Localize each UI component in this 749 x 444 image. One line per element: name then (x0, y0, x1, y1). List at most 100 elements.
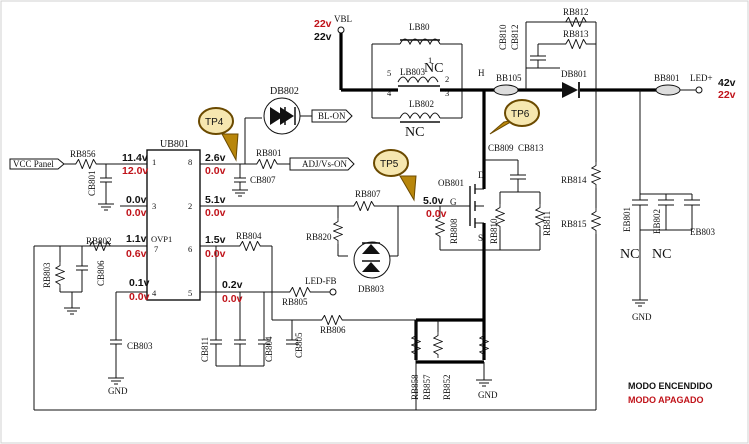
bb801-label: BB801 (654, 73, 680, 83)
db801-label: DB801 (561, 69, 587, 79)
coil-pin-4: 4 (387, 88, 392, 98)
cb809-label: CB809 (488, 143, 514, 153)
pin-4: 4 (152, 288, 157, 298)
lb802-label: LB802 (409, 99, 434, 109)
sense-resistors: GND RB858 RB857 RB852 (410, 318, 498, 410)
cb804-label: CB804 (264, 336, 274, 362)
rb811-label: RB811 (542, 211, 552, 236)
ic-ub801: UB801 1 2 3 4 5 6 7 8 OVP1 (146, 139, 201, 301)
pin5-voltage-off: 0.0v (222, 293, 243, 305)
test-point-tp6: TP6 (489, 99, 540, 135)
pin1-voltage-off: 12.0v (122, 165, 148, 177)
vbl-voltage-off: 22v (314, 18, 332, 30)
pin7-voltage-off: 0.6v (126, 248, 147, 260)
coil-pin-3: 3 (445, 88, 449, 98)
rb806-label: RB806 (320, 325, 346, 335)
pin-5: 5 (188, 288, 192, 298)
test-point-tp5: TP5 (373, 149, 417, 202)
gnd-left-label: GND (108, 386, 128, 396)
pin6-network: RB804 CB811 (200, 231, 273, 366)
vcc-panel-label: VCC Panel (13, 159, 54, 169)
pin8-voltage-on: 2.6v (205, 152, 226, 164)
rb807-label: RB807 (355, 189, 381, 199)
pin8-network: RB801 ADJ/Vs-ON CB807 BL-ON DB802 (200, 86, 355, 197)
pin7-voltage-on: 1.1v (126, 233, 147, 245)
pin3-voltage-on: 0.0v (126, 194, 147, 206)
pin-8: 8 (188, 157, 192, 167)
mode-legend: MODO ENCENDIDO MODO APAGADO (628, 381, 713, 405)
pin6-voltage-on: 1.5v (205, 234, 226, 246)
pin5-network: RB805 LED-FB CB804 CB805 RB806 (200, 276, 416, 367)
nc-1: NC (424, 61, 443, 76)
mosfet-ob801: OB801 G D S CB809 CB813 RB810 RB811 (438, 90, 552, 320)
inductor-block: LB80 5 4 2 3 1 LB803 LB802 NC NC H BB105 (371, 22, 562, 140)
pin2-voltage-on: 5.1v (205, 194, 226, 206)
tp6-label: TP6 (511, 109, 530, 120)
eb802-label: EB802 (652, 209, 662, 234)
nc-3: NC (620, 247, 639, 262)
nc-2: NC (405, 125, 424, 140)
gnd-right-label: GND (632, 312, 652, 322)
tp4-label: TP4 (205, 117, 224, 128)
lb80-label: LB80 (409, 22, 430, 32)
pin6-voltage-off: 0.0v (205, 248, 226, 260)
rb805-label: RB805 (282, 297, 308, 307)
pin-2: 2 (188, 201, 192, 211)
gate-label: G (450, 197, 457, 207)
bl-on-label: BL-ON (318, 111, 346, 121)
pin2-voltage-off: 0.0v (205, 207, 226, 219)
pin-3: 3 (152, 201, 156, 211)
rb810-label: RB810 (489, 218, 499, 244)
cb803-label: CB803 (127, 341, 153, 351)
coil-pin-2: 2 (445, 74, 449, 84)
vbl-label: VBL (334, 14, 352, 24)
rb857-label: RB857 (422, 374, 432, 400)
adj-label: ADJ/Vs-ON (302, 159, 348, 169)
coil-pin-5: 5 (387, 68, 391, 78)
vbl-voltage-on: 22v (314, 31, 332, 43)
led-voltage-off: 22v (718, 89, 736, 101)
led-plus-label: LED+ (690, 73, 713, 83)
legend-off: MODO APAGADO (628, 395, 704, 405)
eb801-label: EB801 (622, 207, 632, 232)
pin4-voltage-off: 0.0v (129, 291, 150, 303)
rb808-label: RB808 (449, 218, 459, 244)
tp5-label: TP5 (380, 159, 399, 170)
led-voltage-on: 42v (718, 77, 736, 89)
gate-voltage-on: 5.0v (423, 195, 444, 207)
rb803-label: RB803 (42, 262, 52, 288)
rb804-label: RB804 (236, 231, 262, 241)
rb813-label: RB813 (563, 29, 589, 39)
eb803-label: EB803 (690, 227, 716, 237)
gnd-mid-label: GND (478, 390, 498, 400)
rb815-label: RB815 (561, 219, 587, 229)
pin4-network: CB803 GND (107, 291, 153, 396)
db802-label: DB802 (270, 86, 299, 97)
gate-drive-network: RB807 RB820 DB803 RB808 (200, 189, 484, 294)
rb814-label: RB814 (561, 175, 587, 185)
pin1-voltage-on: 11.4v (122, 152, 148, 164)
cb807-label: CB807 (250, 175, 276, 185)
rb856-label: RB856 (70, 149, 96, 159)
source-label: S (478, 233, 483, 243)
pin7-network: RB802 RB803 CB806 (33, 236, 416, 411)
bb105-label: BB105 (496, 73, 522, 83)
pin3-voltage-off: 0.0v (126, 207, 147, 219)
gate-voltage-off: 0.0v (426, 208, 447, 220)
lb803-label: LB803 (400, 67, 426, 77)
cb810-label: CB810 (498, 24, 508, 50)
ic-ref: UB801 (160, 139, 189, 150)
rb858-label: RB858 (410, 374, 420, 400)
rb852-label: RB852 (442, 374, 452, 400)
output-section: RB812 RB813 CB810 CB812 DB801 BB801 LED+… (416, 7, 736, 411)
pin-1: 1 (152, 157, 156, 167)
rb820-label: RB820 (306, 232, 332, 242)
ob801-label: OB801 (438, 178, 464, 188)
pin-ovp-label: OVP1 (151, 234, 172, 244)
vbl-input: 22v 22v VBL (314, 14, 372, 92)
cb812-label: CB812 (510, 24, 520, 50)
rb801-label: RB801 (256, 148, 282, 158)
led-fb-label: LED-FB (305, 276, 337, 286)
coil-pin-1: 1 (428, 55, 432, 65)
